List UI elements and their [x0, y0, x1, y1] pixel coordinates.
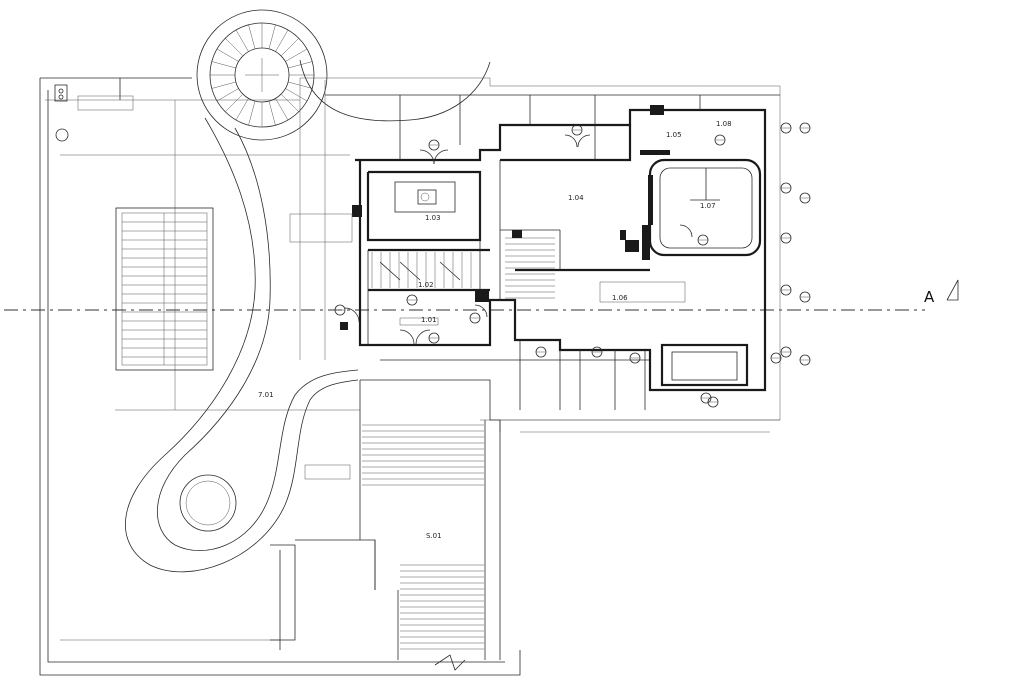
spiral-step [288, 61, 313, 69]
spiral-step [275, 98, 289, 121]
stair-arrow [399, 261, 421, 281]
spiral-step [235, 29, 249, 52]
room-label-1-07: 1.07 [700, 202, 716, 210]
stair-arrow [439, 261, 461, 281]
section-marker-label: A [924, 288, 935, 306]
electrical-symbols [334, 122, 811, 408]
spiral-step [225, 93, 244, 112]
room-label-s-01: S.01 [426, 532, 442, 540]
door-symbols [344, 134, 693, 345]
spiral-step [248, 101, 256, 126]
room-label-1-03: 1.03 [425, 214, 441, 222]
stair-arrow [379, 261, 401, 281]
spiral-step [280, 38, 299, 57]
skylight-grating [115, 207, 214, 371]
spiral-step [216, 88, 239, 102]
spiral-step [248, 24, 256, 49]
spiral-step [216, 48, 239, 62]
annotations [54, 84, 686, 480]
curved-walkway [124, 59, 491, 573]
exterior-stairs [359, 379, 501, 671]
terrace-boundary [39, 77, 521, 676]
room-label-1-08: 1.08 [716, 120, 732, 128]
room-label-1-02: 1.02 [418, 281, 434, 289]
room-label-1-06: 1.06 [612, 294, 628, 302]
spiral-step [285, 48, 308, 62]
room-label-1-04: 1.04 [568, 194, 584, 202]
section-line-a: A [4, 279, 959, 311]
spiral-stair [196, 9, 328, 141]
spiral-step [235, 98, 249, 121]
spiral-step [275, 29, 289, 52]
spiral-step [225, 38, 244, 57]
spiral-step [211, 81, 236, 89]
room-label-1-05: 1.05 [666, 131, 682, 139]
spiral-step [268, 24, 276, 49]
main-building [299, 77, 781, 433]
spiral-step [268, 101, 276, 126]
spiral-step [285, 88, 308, 102]
room-label-1-01: 1.01 [421, 316, 437, 324]
spiral-step [280, 93, 299, 112]
room-labels: 1.01 1.02 1.03 1.04 1.05 1.06 1.07 1.08 … [258, 120, 732, 540]
room-label-7-01: 7.01 [258, 391, 274, 399]
spiral-step [211, 61, 236, 69]
